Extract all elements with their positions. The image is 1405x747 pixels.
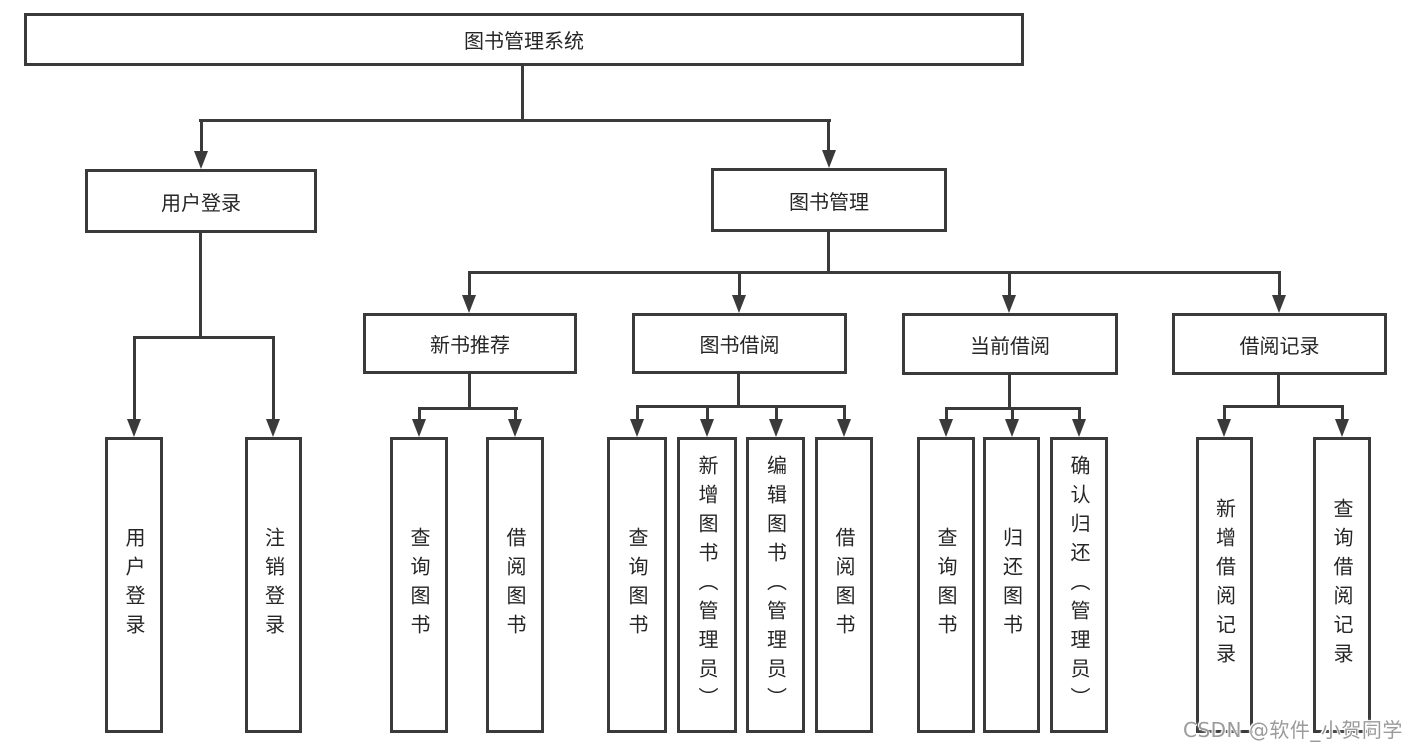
leaf-query-borrow-record: 查询借阅记录 bbox=[1313, 437, 1371, 733]
connector-hbar bbox=[1223, 405, 1344, 408]
connector-leaf-drop bbox=[1223, 405, 1226, 421]
connector-stem bbox=[737, 372, 740, 408]
node-book-management: 图书管理 bbox=[711, 168, 947, 232]
leaf-borrow-books-recommend: 借阅图书 bbox=[486, 437, 544, 733]
leaf-user-login: 用户登录 bbox=[105, 437, 163, 733]
node-book-borrow-label: 图书借阅 bbox=[699, 333, 780, 357]
leaf-confirm-return-admin: 确认归还（管理员） bbox=[1050, 437, 1108, 733]
node-new-book-recommend-label: 新书推荐 bbox=[430, 333, 510, 357]
arrow-down-icon bbox=[769, 419, 783, 437]
connector-leaf-drop bbox=[775, 405, 778, 421]
node-root-system: 图书管理系统 bbox=[24, 13, 1024, 66]
leaf-label: 借阅图书 bbox=[503, 527, 527, 643]
arrow-down-icon bbox=[700, 419, 714, 437]
arrow-down-icon bbox=[1002, 295, 1016, 313]
arrow-down-icon bbox=[412, 419, 426, 437]
node-borrow-records: 借阅记录 bbox=[1172, 313, 1387, 375]
leaf-label: 新增借阅记录 bbox=[1212, 498, 1237, 672]
csdn-watermark: CSDN @软件_小贺同学 bbox=[1183, 718, 1403, 742]
leaf-add-book-admin: 新增图书（管理员） bbox=[677, 437, 737, 733]
connector-manage-stem bbox=[827, 231, 830, 274]
leaf-edit-book-admin: 编辑图书（管理员） bbox=[746, 437, 805, 733]
leaf-query-books-borrow: 查询图书 bbox=[607, 437, 667, 733]
connector-stem bbox=[1277, 373, 1280, 408]
connector-login-hbar bbox=[133, 336, 275, 339]
connector-l2-drop bbox=[738, 271, 741, 297]
arrow-down-icon bbox=[1217, 419, 1231, 437]
connector-l2-drop bbox=[1008, 271, 1011, 297]
connector-leaf-drop bbox=[418, 407, 421, 421]
arrow-down-icon bbox=[508, 419, 522, 437]
connector-leaf-drop bbox=[133, 336, 136, 420]
connector-stem bbox=[468, 372, 471, 410]
leaf-logout: 注销登录 bbox=[245, 437, 302, 733]
arrow-down-icon bbox=[1272, 295, 1286, 313]
leaf-logout-label: 注销登录 bbox=[261, 527, 286, 643]
connector-l2-drop bbox=[468, 271, 471, 297]
arrow-down-icon bbox=[127, 419, 141, 437]
node-root-label: 图书管理系统 bbox=[464, 29, 584, 53]
arrow-down-icon bbox=[1072, 419, 1086, 437]
connector-leaf-drop bbox=[272, 336, 275, 420]
leaf-label: 查询图书 bbox=[407, 527, 431, 643]
leaf-label: 归还图书 bbox=[999, 527, 1024, 643]
node-current-borrow: 当前借阅 bbox=[902, 313, 1118, 375]
leaf-label: 新增图书（管理员） bbox=[695, 454, 719, 716]
connector-leaf-drop bbox=[514, 407, 517, 421]
connector-manage-hbar bbox=[468, 271, 1281, 274]
leaf-label: 查询图书 bbox=[625, 527, 649, 643]
connector-hbar bbox=[636, 405, 846, 408]
leaf-add-borrow-record: 新增借阅记录 bbox=[1196, 437, 1253, 733]
connector-leaf-drop bbox=[1078, 407, 1081, 421]
connector-hbar bbox=[418, 407, 518, 410]
leaf-query-books-current: 查询图书 bbox=[917, 437, 975, 733]
connector-login-drop bbox=[200, 119, 203, 153]
arrow-down-icon bbox=[266, 419, 280, 437]
leaf-borrow-books: 借阅图书 bbox=[815, 437, 873, 733]
arrow-down-icon bbox=[837, 419, 851, 437]
arrow-down-icon bbox=[732, 295, 746, 313]
node-user-login: 用户登录 bbox=[85, 169, 317, 233]
arrow-down-icon bbox=[939, 419, 953, 437]
connector-leaf-drop bbox=[636, 405, 639, 421]
leaf-label: 编辑图书（管理员） bbox=[763, 454, 788, 716]
leaf-user-login-label: 用户登录 bbox=[122, 527, 146, 643]
connector-leaf-drop bbox=[1341, 405, 1344, 421]
arrow-down-icon bbox=[462, 295, 476, 313]
connector-root-stem bbox=[521, 64, 524, 122]
connector-leaf-drop bbox=[706, 405, 709, 421]
arrow-down-icon bbox=[194, 151, 208, 169]
leaf-return-books: 归还图书 bbox=[983, 437, 1040, 733]
leaf-label: 查询借阅记录 bbox=[1330, 498, 1354, 672]
arrow-down-icon bbox=[1005, 419, 1019, 437]
leaf-query-books-recommend: 查询图书 bbox=[390, 437, 448, 733]
leaf-label: 借阅图书 bbox=[832, 527, 856, 643]
connector-l2-drop bbox=[1278, 271, 1281, 297]
connector-manage-drop bbox=[827, 119, 830, 153]
node-book-borrow: 图书借阅 bbox=[632, 313, 847, 374]
connector-root-hbar bbox=[199, 119, 831, 122]
arrow-down-icon bbox=[1335, 419, 1349, 437]
node-user-login-label: 用户登录 bbox=[161, 190, 241, 215]
arrow-down-icon bbox=[630, 419, 644, 437]
leaf-label: 查询图书 bbox=[934, 527, 958, 643]
leaf-label: 确认归还（管理员） bbox=[1067, 454, 1091, 716]
connector-leaf-drop bbox=[843, 405, 846, 421]
connector-login-stem bbox=[199, 231, 202, 338]
connector-leaf-drop bbox=[945, 407, 948, 421]
node-new-book-recommend: 新书推荐 bbox=[363, 313, 577, 374]
node-current-borrow-label: 当前借阅 bbox=[970, 333, 1050, 358]
connector-stem bbox=[1008, 373, 1011, 410]
node-book-management-label: 图书管理 bbox=[789, 189, 869, 214]
connector-leaf-drop bbox=[1011, 407, 1014, 421]
arrow-down-icon bbox=[822, 150, 836, 168]
node-borrow-records-label: 借阅记录 bbox=[1239, 333, 1320, 358]
